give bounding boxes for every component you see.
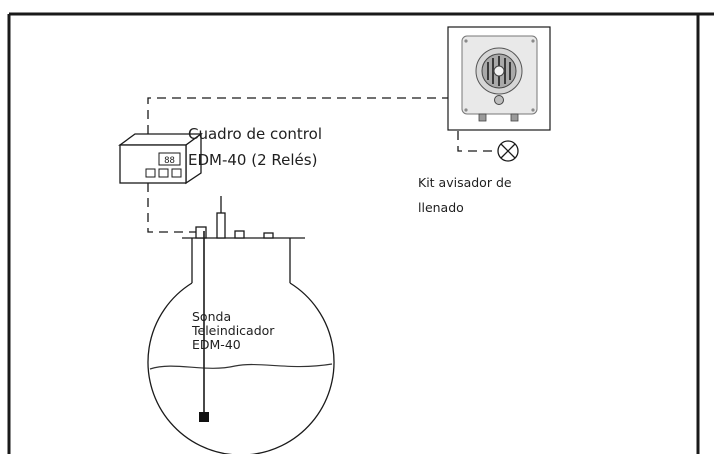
- speaker-alarm-icon: [447, 26, 551, 131]
- lamp-icon: [497, 140, 519, 162]
- panel-display-text: 88: [164, 156, 175, 166]
- probe-label-line2: Teleindicador: [192, 323, 275, 338]
- liquid-level-line: [149, 363, 333, 370]
- dashed-wiring: [147, 97, 497, 233]
- probe-label-line1: Sonda: [192, 309, 232, 324]
- probe-label-line3: EDM-40: [192, 337, 241, 352]
- alarm-kit-label-line1: Kit avisador de: [418, 175, 512, 190]
- alarm-kit-label-line2: llenado: [418, 200, 464, 215]
- tank-icon: [147, 196, 335, 454]
- wire-panel-to-probe: [147, 183, 200, 233]
- diagram-frame: [7, 12, 714, 454]
- probe-weight-icon: [199, 412, 209, 422]
- control-panel-label-line2: EDM-40 (2 Relés): [188, 151, 318, 169]
- control-box-icon: [118, 132, 203, 185]
- control-panel-label-line1: Cuadro de control: [188, 125, 322, 143]
- wire-alarm-to-lamp: [457, 116, 497, 152]
- wire-panel-to-alarm: [147, 97, 448, 134]
